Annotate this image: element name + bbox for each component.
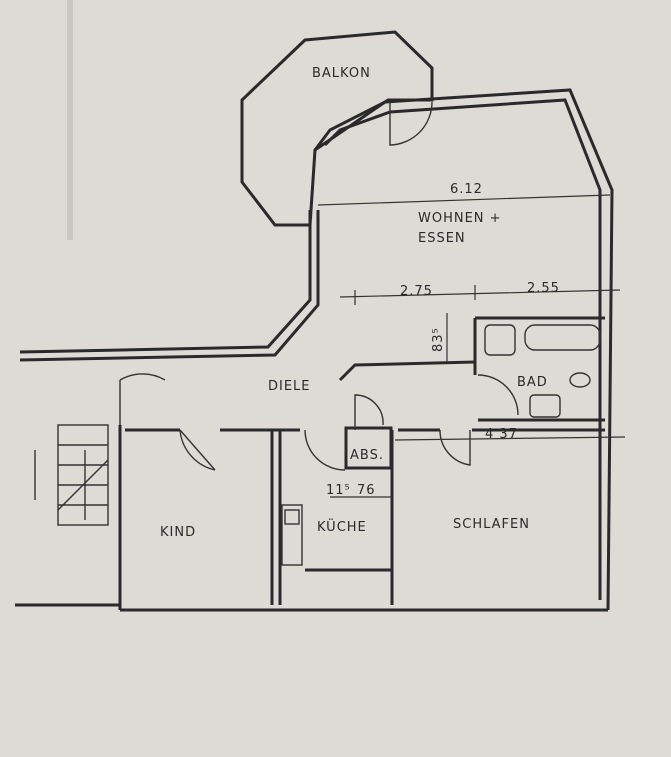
dimension-wohnen-width: 6.12 xyxy=(450,182,483,197)
room-label-kueche: KÜCHE xyxy=(317,518,367,535)
dimension-2-75: 2.75 xyxy=(400,284,433,299)
staircase xyxy=(34,424,109,526)
kitchen-counter xyxy=(281,504,303,566)
dimension-lines xyxy=(317,194,626,498)
interior-walls xyxy=(125,316,605,605)
exterior-walls xyxy=(15,88,614,612)
bathroom-fixtures xyxy=(484,324,601,418)
room-label-schlafen: SCHLAFEN xyxy=(453,517,530,532)
doors xyxy=(119,101,519,471)
dimension-2-55: 2.55 xyxy=(527,281,560,296)
balcony-outline xyxy=(240,30,434,227)
room-label-balkon: BALKON xyxy=(312,66,371,81)
room-label-essen: ESSEN xyxy=(418,231,466,246)
dimension-schlafen-width: 4 37 xyxy=(485,427,518,442)
room-label-diele: DIELE xyxy=(268,379,311,394)
room-label-kind: KIND xyxy=(160,525,196,540)
dimension-abs-small: 11⁵ xyxy=(326,483,351,498)
room-label-wohnen: WOHNEN + xyxy=(418,211,502,226)
room-label-abs: ABS. xyxy=(350,448,384,463)
dimension-bad-depth: 83⁵ xyxy=(431,327,446,352)
room-label-bad: BAD xyxy=(517,375,548,390)
dimension-abs-width: 76 xyxy=(357,483,376,498)
